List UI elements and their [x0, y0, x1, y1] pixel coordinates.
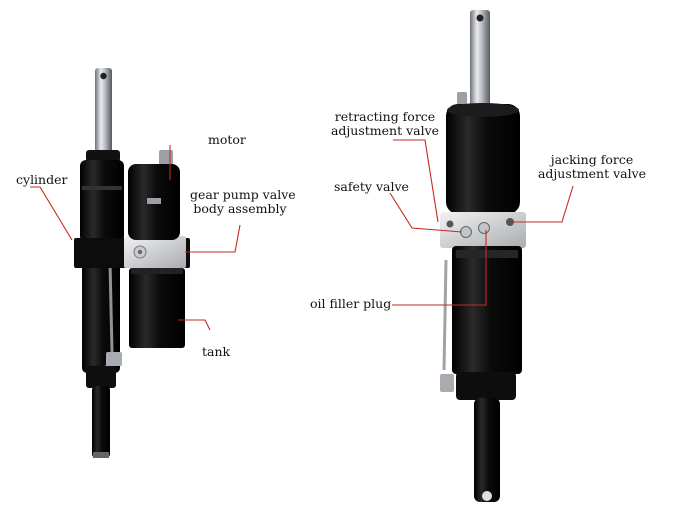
right-bottom-rod: [474, 398, 500, 502]
left-piston-rod: [95, 68, 112, 154]
label-safety-valve: safety valve: [334, 179, 409, 194]
left-cylinder-ring: [82, 186, 122, 190]
leader-cylinder: [30, 186, 73, 241]
left-bottom-collar: [86, 366, 116, 388]
left-rod-end: [93, 452, 109, 458]
right-bottom-collar: [456, 372, 516, 400]
left-cylinder-cap: [86, 150, 120, 162]
leader-safety-valve: [389, 192, 463, 233]
right-jacking-valve: [506, 218, 514, 226]
leader-oil-filler: [392, 230, 487, 306]
label-jacking-line2: adjustment valve: [537, 166, 647, 181]
leader-gear-pump: [185, 224, 241, 253]
right-retracting-valve: [446, 220, 454, 228]
left-leaders: [30, 145, 241, 331]
label-tank: tank: [202, 344, 231, 359]
label-retracting-line2: adjustment valve: [330, 123, 440, 138]
right-motor-top: [447, 103, 519, 117]
left-valve-block: [124, 236, 186, 268]
left-bottom-rod: [92, 386, 110, 458]
right-leaders: [389, 139, 574, 306]
right-oil-plug-bolt: [478, 222, 490, 234]
left-motor-terminal: [159, 150, 173, 166]
right-rod-eye-hole: [476, 14, 484, 22]
label-gear-pump: gear pump valve body assembly: [190, 187, 296, 216]
left-fitting: [106, 352, 122, 366]
right-motor-cylinder: [446, 104, 520, 214]
label-motor: motor: [208, 132, 246, 147]
right-rod-eye-hole-bottom: [482, 491, 492, 501]
left-tank-rim: [131, 268, 183, 274]
label-gear-pump-line2: body assembly: [193, 201, 287, 216]
leader-tank: [178, 319, 211, 331]
right-actuator: [440, 10, 526, 502]
right-fitting: [440, 374, 454, 392]
right-tank-rim: [456, 250, 518, 258]
right-hose: [442, 259, 448, 371]
label-oil-filler-plug: oil filler plug: [310, 296, 392, 311]
left-motor-plate: [147, 198, 161, 204]
right-tank: [452, 246, 522, 374]
right-top-fitting: [457, 92, 467, 106]
label-gear-pump-line1: gear pump valve: [190, 187, 296, 202]
label-jacking: jacking force adjustment valve: [533, 153, 651, 181]
left-actuator: [74, 68, 190, 458]
label-jacking-line1: jacking force: [550, 152, 634, 167]
label-cylinder: cylinder: [16, 172, 68, 187]
right-safety-valve-bolt: [460, 226, 472, 238]
right-piston-rod: [470, 10, 490, 110]
left-rod-eye-hole: [100, 72, 107, 80]
label-retracting: retracting force adjustment valve: [327, 110, 443, 138]
left-valve-bolt-center: [137, 249, 143, 255]
left-cylinder-upper: [80, 160, 124, 242]
left-tank: [129, 268, 185, 348]
label-retracting-line1: retracting force: [334, 109, 436, 124]
leader-retracting: [393, 139, 439, 223]
leader-jacking: [512, 185, 574, 223]
